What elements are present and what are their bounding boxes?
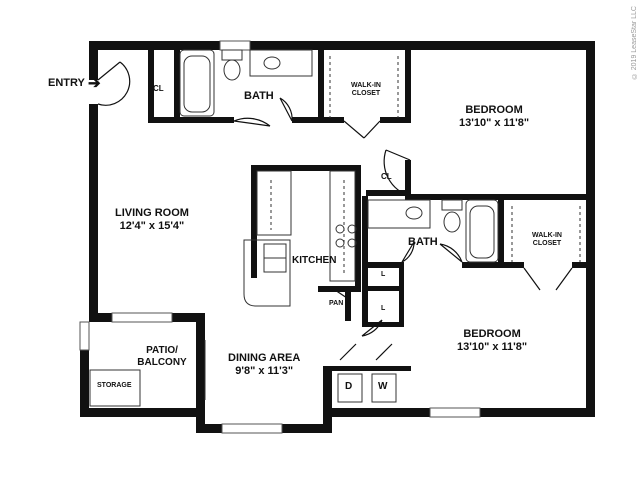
kitchen-label: KITCHEN bbox=[292, 255, 337, 266]
bedroom-2-label: BEDROOM 13'10" x 11'8" bbox=[457, 328, 527, 353]
walk-in-closet-2-label: WALK-IN CLOSET bbox=[532, 232, 562, 248]
pantry-label: PAN bbox=[329, 300, 344, 307]
copyright-text: © 2019 LeaseStar LLC bbox=[631, 6, 638, 80]
bath-2-label: BATH bbox=[408, 236, 438, 248]
dining-area-label: DINING AREA 9'8" x 11'3" bbox=[228, 352, 300, 377]
living-room-size: 12'4" x 15'4" bbox=[119, 219, 185, 232]
windows bbox=[79, 40, 481, 434]
bedroom-1-size: 13'10" x 11'8" bbox=[459, 116, 530, 129]
dining-area-name: DINING AREA bbox=[228, 352, 301, 364]
dining-area-size: 9'8" x 11'3" bbox=[235, 364, 294, 377]
living-room-name: LIVING ROOM bbox=[115, 207, 189, 219]
interior-walls bbox=[148, 41, 595, 371]
washer-label: W bbox=[378, 381, 388, 392]
bedroom-2-size: 13'10" x 11'8" bbox=[457, 340, 528, 353]
walk-in-closet-1-label: WALK-IN CLOSET bbox=[351, 82, 381, 98]
bedroom-2-name: BEDROOM bbox=[463, 328, 521, 340]
storage-label: STORAGE bbox=[97, 382, 132, 389]
linen-1-label: L bbox=[381, 271, 386, 278]
dryer-label: D bbox=[345, 381, 353, 392]
fixtures bbox=[89, 49, 581, 407]
closet-hall-label: CL bbox=[381, 172, 392, 181]
bedroom-1-label: BEDROOM 13'10" x 11'8" bbox=[459, 104, 529, 129]
entry-label: ENTRY bbox=[48, 77, 85, 89]
entry-arrow-icon: ➔ bbox=[88, 75, 101, 92]
living-room-label: LIVING ROOM 12'4" x 15'4" bbox=[115, 207, 189, 232]
bath-1-label: BATH bbox=[244, 90, 274, 102]
closet-entry-label: CL bbox=[153, 84, 164, 93]
linen-2-label: L bbox=[381, 305, 386, 312]
bedroom-1-name: BEDROOM bbox=[465, 104, 523, 116]
doors bbox=[97, 61, 573, 361]
patio-label: PATIO/ BALCONY bbox=[137, 345, 187, 368]
